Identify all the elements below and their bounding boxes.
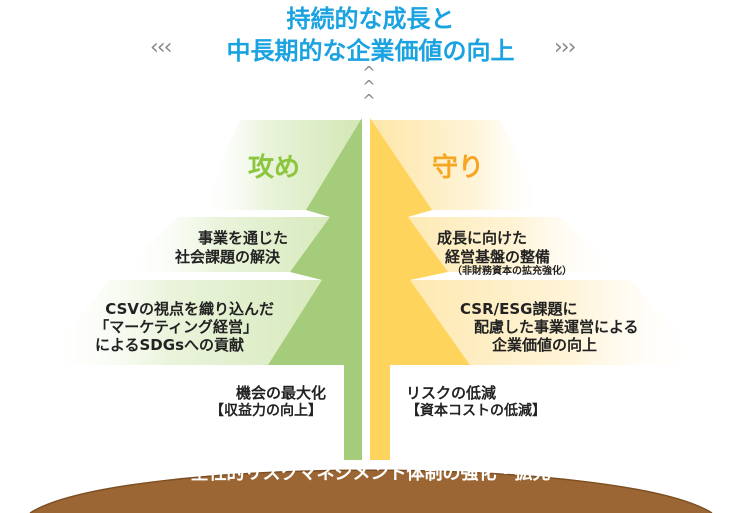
up-arrows-icon: ^^^ bbox=[362, 63, 376, 110]
defend-heading: 守り bbox=[432, 153, 485, 183]
green-tree bbox=[268, 118, 362, 460]
attack-heading: 攻め bbox=[248, 153, 301, 183]
left-base-line2: 【収益力の向上】 bbox=[210, 403, 322, 419]
left-base-line1: 機会の最大化 bbox=[235, 384, 326, 402]
title-line-2: 中長期的な企業価値の向上 bbox=[226, 37, 515, 65]
right-tier2-line3: 企業価値の向上 bbox=[492, 336, 598, 354]
right-tier2-line2: 配慮した事業運営による bbox=[474, 318, 639, 336]
left-tier1-line2: 社会課題の解決 bbox=[174, 248, 280, 266]
ground bbox=[0, 470, 741, 513]
chevron-left-icon: ‹‹‹ bbox=[150, 35, 172, 60]
title-line-1: 持続的な成長と bbox=[286, 5, 455, 33]
chevron-right-icon: ››› bbox=[554, 35, 576, 60]
yellow-tree bbox=[370, 118, 470, 460]
right-tier1-line3: （非財務資本の拡充強化） bbox=[452, 266, 572, 277]
left-tier2-line1: CSVの視点を織り込んだ bbox=[105, 300, 274, 318]
left-tier2-line3: によるSDGsへの貢献 bbox=[94, 336, 244, 354]
left-tier1-line1: 事業を通じた bbox=[197, 229, 288, 247]
right-base-line1: リスクの低減 bbox=[406, 384, 497, 402]
left-tier2-line2: 「マーケティング経営」 bbox=[94, 318, 258, 336]
right-tier2-line1: CSR/ESG課題に bbox=[460, 300, 578, 318]
right-base-line2: 【資本コストの低減】 bbox=[406, 403, 546, 419]
right-tier1-line2: 経営基盤の整備 bbox=[445, 248, 551, 266]
foundation-label: 全社的リスクマネジメント体制の強化・拡充 bbox=[190, 463, 551, 484]
right-tier1-line1: 成長に向けた bbox=[437, 229, 528, 247]
